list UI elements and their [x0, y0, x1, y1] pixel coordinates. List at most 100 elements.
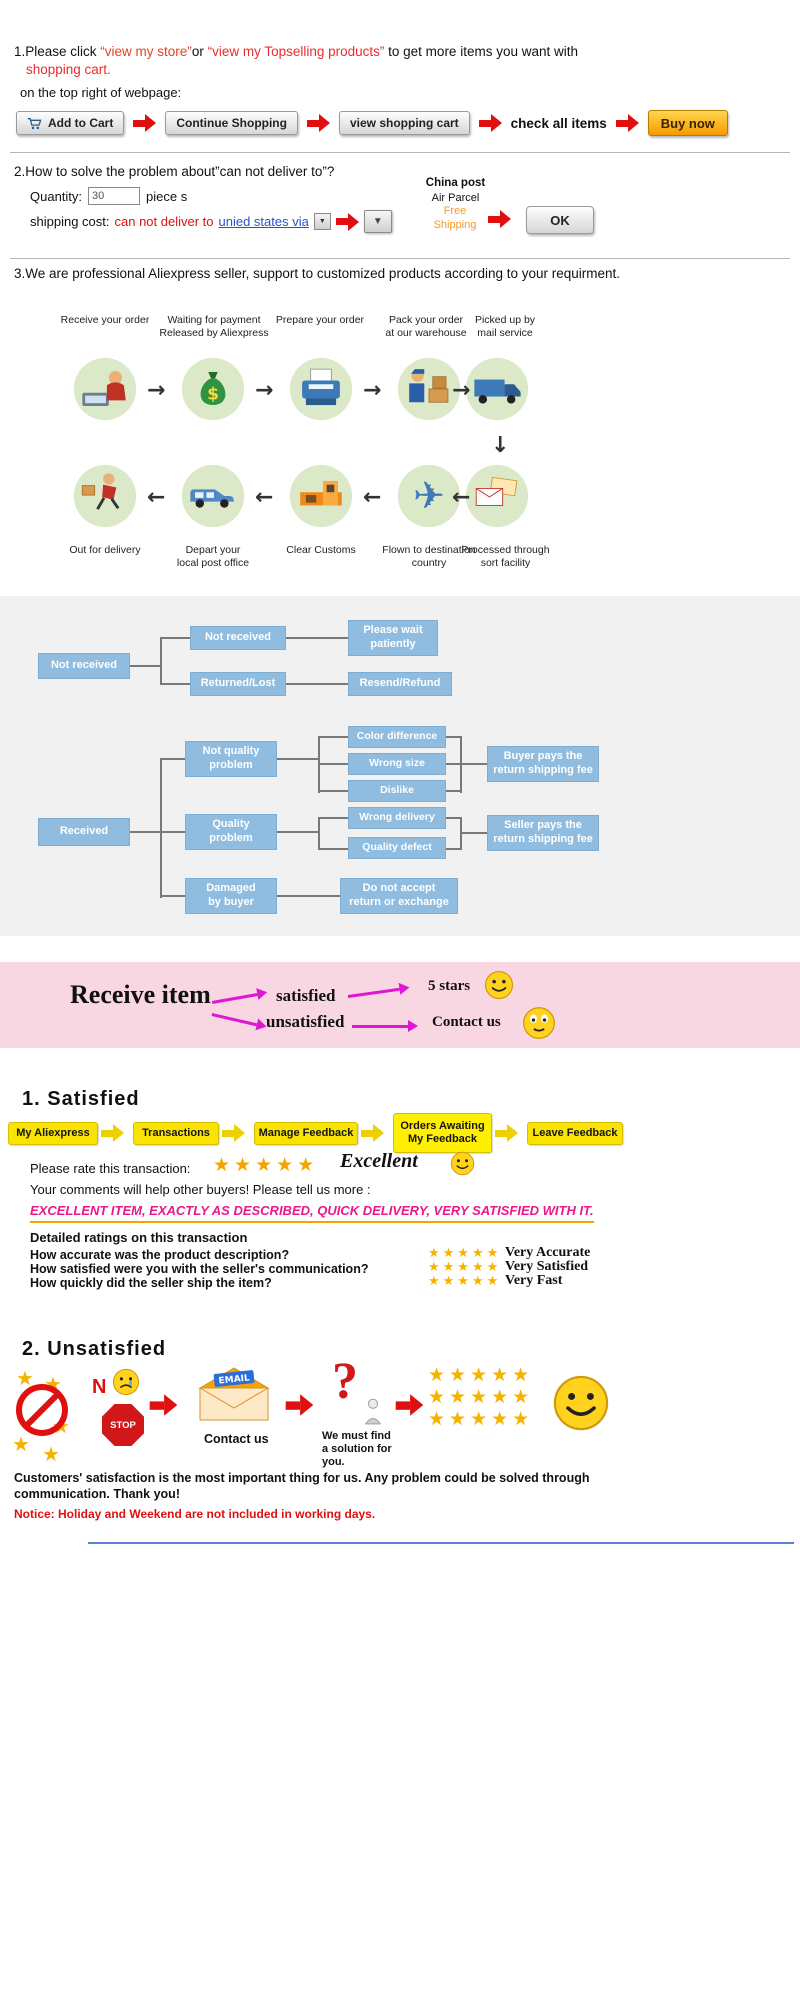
flow-line [277, 895, 340, 897]
buy-now-button[interactable]: Buy now [647, 110, 728, 136]
ok-label: OK [550, 212, 570, 228]
footer-notice: Notice: Holiday and Weekend are not incl… [14, 1507, 376, 1521]
step-label: Waiting for payment Released by Aliexpre… [159, 314, 269, 340]
printer-icon [289, 357, 353, 421]
flowchart-section: Not received Not received Please wait pa… [0, 596, 800, 936]
svg-text:$: $ [207, 384, 219, 404]
flow-line [286, 683, 348, 685]
red-arrow-icon [615, 114, 639, 132]
shipping-cost-label: shipping cost: [30, 214, 110, 229]
rating-answer: Very Fast [505, 1273, 563, 1288]
flow-wrong-size: Wrong size [348, 753, 446, 775]
continue-shopping-button[interactable]: Continue Shopping [165, 111, 298, 135]
small-dropdown-icon[interactable]: ▼ [313, 213, 331, 230]
step-label: Depart your local post office [176, 544, 250, 570]
rate-transaction-label: Please rate this transaction: [30, 1161, 191, 1176]
flow-line [446, 817, 462, 819]
view-topselling-link[interactable]: “view my Topselling products” [207, 44, 385, 59]
nav-my-aliexpress[interactable]: My Aliexpress [8, 1122, 98, 1145]
arrow-left-icon: ← [452, 485, 471, 510]
section2-title: 2.How to solve the problem about”can not… [14, 164, 335, 179]
yellow-arrow-icon [101, 1124, 124, 1142]
flow-seller-pays: Seller pays the return shipping fee [487, 815, 599, 851]
footer-message: Customers' satisfaction is the most impo… [14, 1471, 590, 1502]
flow-line [130, 831, 160, 833]
yellow-arrow-icon [361, 1124, 384, 1142]
flow-line [160, 638, 162, 684]
shipping-row: shipping cost: can not deliver to unied … [30, 210, 392, 233]
flow-line [160, 758, 185, 760]
china-post-block: China post Air Parcel [418, 176, 493, 205]
divider [10, 152, 790, 153]
view-my-store-link[interactable]: “view my store” [100, 44, 192, 59]
nav-transactions[interactable]: Transactions [133, 1122, 219, 1145]
flow-line [462, 763, 487, 765]
view-shopping-cart-label: view shopping cart [349, 116, 459, 130]
banner-title: Receive item [70, 980, 211, 1009]
nav-orders-awaiting-feedback[interactable]: Orders Awaiting My Feedback [393, 1113, 492, 1153]
red-arrow-icon [335, 212, 359, 231]
five-stars-row-icon: ★★★★★ [428, 1408, 534, 1430]
intro-line-1: 1.Please click “view my store”or “view m… [14, 44, 784, 59]
solution-label: We must find a solution for you. [322, 1430, 392, 1469]
magenta-arrow-icon [211, 1008, 268, 1033]
flow-line [460, 817, 462, 850]
flow-line [446, 790, 462, 792]
sad-face-icon [112, 1368, 140, 1396]
five-stars-icon[interactable]: ★★★★★ [213, 1154, 319, 1176]
quantity-input[interactable] [88, 187, 141, 205]
flow-line [277, 758, 318, 760]
flow-line [286, 637, 348, 639]
smiley-icon [484, 970, 514, 1000]
red-arrow-icon [395, 1394, 424, 1416]
step-label: Clear Customs [286, 544, 356, 556]
n-label: N [92, 1376, 107, 1398]
flow-received-root: Received [38, 818, 130, 846]
email-envelope-icon: EMAIL [198, 1367, 270, 1421]
yellow-arrow-icon [495, 1124, 518, 1142]
red-arrow-icon [149, 1394, 178, 1416]
five-stars-row-icon: ★★★★★ [428, 1386, 534, 1408]
contact-us-label: Contact us [204, 1432, 269, 1446]
feedback-example-line: EXCELLENT ITEM, EXACTLY AS DESCRIBED, QU… [30, 1202, 594, 1223]
arrow-left-icon: ← [255, 485, 274, 510]
banner-satisfied-label: satisfied [276, 986, 336, 1005]
quantity-row: Quantity: piece s [30, 187, 187, 205]
shipping-dropdown-button[interactable]: ▼ [363, 210, 392, 233]
five-stars-icon[interactable]: ★★★★★ [428, 1260, 502, 1275]
five-stars-icon[interactable]: ★★★★★ [428, 1274, 502, 1289]
arrow-down-icon: ↓ [491, 433, 510, 458]
nav-manage-feedback[interactable]: Manage Feedback [254, 1122, 358, 1145]
airplane-icon: ✈ [397, 464, 461, 528]
view-shopping-cart-button[interactable]: view shopping cart [338, 111, 470, 135]
flow-line [446, 848, 462, 850]
flow-resend-refund: Resend/Refund [348, 672, 452, 696]
divider [10, 258, 790, 259]
banner-contact-us-label: Contact us [432, 1014, 501, 1030]
feedback-example-text: EXCELLENT ITEM, EXACTLY AS DESCRIBED, QU… [30, 1203, 594, 1223]
flow-line [446, 763, 462, 765]
intro-pre: 1.Please click [14, 44, 101, 59]
arrow-right-icon: → [363, 378, 382, 403]
cart-icon [27, 117, 42, 129]
ok-button[interactable]: OK [526, 206, 594, 234]
step-label: Out for delivery [69, 544, 141, 556]
flow-quality-problem: Quality problem [185, 814, 277, 850]
receive-order-icon [73, 357, 137, 421]
flow-line [318, 763, 348, 765]
nav-leave-feedback[interactable]: Leave Feedback [527, 1122, 623, 1145]
unsatisfied-heading: 2. Unsatisfied [22, 1338, 167, 1360]
buy-now-label: Buy now [660, 115, 715, 131]
star-icon: ★ [12, 1432, 30, 1456]
five-stars-icon[interactable]: ★★★★★ [428, 1246, 502, 1261]
delivery-man-icon [73, 464, 137, 528]
add-to-cart-button[interactable]: Add to Cart [16, 111, 125, 135]
banner-unsatisfied-label: unsatisfied [266, 1012, 345, 1031]
red-arrow-icon [133, 114, 157, 132]
rating-answer: Very Satisfied [505, 1259, 589, 1274]
magenta-arrow-icon [352, 1020, 418, 1032]
united-states-via-link[interactable]: unied states via [218, 214, 309, 229]
flow-line [160, 895, 185, 897]
big-smiley-icon [553, 1375, 609, 1431]
red-arrow-icon [478, 114, 502, 132]
